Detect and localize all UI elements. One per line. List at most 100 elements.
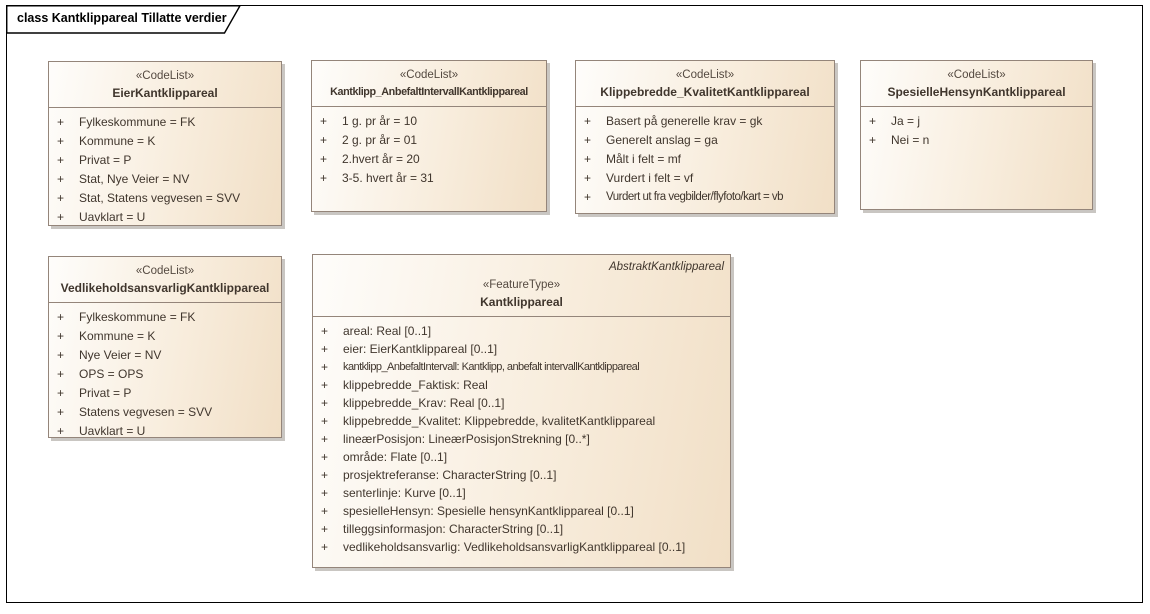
visibility-marker: + — [321, 486, 329, 500]
attribute-text: 2 g. pr år = 01 — [342, 133, 418, 147]
attribute-text: Statens vegvesen = SVV — [79, 405, 213, 419]
attribute-text: kantklipp_AnbefaltIntervall: Kantklipp, … — [343, 361, 640, 373]
class-header: «CodeList» Kantklipp_AnbefaltIntervallKa… — [312, 61, 546, 107]
visibility-marker: + — [57, 367, 65, 381]
visibility-marker: + — [321, 414, 329, 428]
visibility-marker: + — [57, 172, 65, 186]
attribute-text: Fylkeskommune = FK — [79, 310, 196, 324]
attribute-text: eier: EierKantklippareal [0..1] — [343, 342, 498, 356]
attribute-row: +spesielleHensyn: Spesielle hensynKantkl… — [313, 502, 730, 520]
visibility-marker: + — [57, 191, 65, 205]
attribute-text: klippebredde_Kvalitet: Klippebredde, kva… — [343, 414, 656, 428]
visibility-marker: + — [57, 348, 65, 362]
class-name: Kantklippareal — [480, 295, 563, 309]
class-header: AbstraktKantklippareal «FeatureType» Kan… — [313, 255, 730, 317]
visibility-marker: + — [584, 114, 592, 128]
attributes-compartment: +Basert på generelle krav = gk + Generelt… — [576, 107, 834, 207]
parent-class-label: AbstraktKantklippareal — [608, 261, 724, 273]
visibility-marker: + — [320, 114, 328, 128]
visibility-marker: + — [584, 190, 592, 204]
attribute-row: +Uavklart = U — [49, 422, 281, 441]
attributes-compartment: +Ja = j + Nei = n — [861, 107, 1092, 150]
visibility-marker: + — [57, 424, 65, 438]
attribute-row: +Fylkeskommune = FK — [49, 113, 281, 132]
visibility-marker: + — [321, 504, 329, 518]
class-box-vedlikeholdsansvarlig[interactable]: «CodeList» VedlikeholdsansvarligKantklip… — [48, 256, 282, 438]
attribute-text: Stat, Statens vegvesen = SVV — [79, 191, 241, 205]
visibility-marker: + — [321, 468, 329, 482]
stereotype-label: «CodeList» — [675, 69, 735, 81]
visibility-marker: + — [321, 540, 329, 554]
attribute-row: +areal: Real [0..1] — [313, 322, 730, 340]
attribute-text: Fylkeskommune = FK — [79, 115, 196, 129]
attribute-text: område: Flate [0..1] — [343, 450, 448, 464]
attributes-compartment: + Fylkeskommune = FK + Kommune = K + Nye Ve… — [49, 303, 281, 441]
attribute-text: klippebredde_Krav: Real [0..1] — [343, 396, 505, 410]
attribute-row: +Vurdert ut fra vegbilder/flyfoto/kart =… — [576, 188, 834, 207]
visibility-marker: + — [57, 386, 65, 400]
stereotype-label: «CodeList» — [135, 265, 195, 277]
attribute-text: klippebredde_Faktisk: Real — [343, 378, 488, 392]
stereotype-label: «CodeList» — [947, 69, 1006, 81]
attribute-row: + Nye Veier = NV — [49, 346, 281, 365]
visibility-marker: + — [321, 360, 329, 374]
attribute-text: 3-5. hvert år = 31 — [342, 171, 434, 185]
attribute-row: +lineærPosisjon: LineærPosisjonStrekning… — [313, 430, 730, 448]
attribute-text: Kommune = K — [79, 329, 156, 343]
attribute-row: + Stat, Statens vegvesen = SVV — [49, 189, 281, 208]
diagram-title: class Kantklippareal Tillatte verdier — [17, 11, 227, 25]
attribute-row: +2 g. pr år = 01 — [312, 131, 546, 150]
attribute-text: Nye Veier = NV — [79, 348, 162, 362]
class-box-eierkantklippareal[interactable]: «CodeList» EierKantklippareal +Fylkeskom… — [48, 61, 282, 226]
visibility-marker: + — [57, 210, 65, 224]
attribute-text: 2.hvert år = 20 — [342, 152, 420, 166]
attribute-row: + senterlinje: Kurve [0..1] — [313, 484, 730, 502]
attribute-row: + klippebredde_Faktisk: Real — [313, 376, 730, 394]
class-name: EierKantklippareal — [112, 86, 218, 100]
attribute-text: senterlinje: Kurve [0..1] — [343, 486, 466, 500]
attribute-row: +Uavklart = U — [49, 208, 281, 227]
class-box-spesiellehensyn[interactable]: «CodeList» SpesielleHensynKantklippareal… — [860, 60, 1093, 210]
attribute-row: +3-5. hvert år = 31 — [312, 169, 546, 188]
attribute-row: +OPS = OPS — [49, 365, 281, 384]
class-box-kantklippareal[interactable]: AbstraktKantklippareal «FeatureType» Kan… — [312, 254, 731, 568]
attribute-row: +2.hvert år = 20 — [312, 150, 546, 169]
visibility-marker: + — [321, 324, 329, 338]
visibility-marker: + — [321, 522, 329, 536]
frame-tab-shape — [6, 5, 242, 34]
attributes-compartment: +1 g. pr år = 10 +2 g. pr år = 01 +2.hve… — [312, 107, 546, 188]
attributes-compartment: +Fylkeskommune = FK +Kommune = K +Privat… — [49, 108, 281, 227]
class-name: Klippebredde_KvalitetKantklippareal — [600, 85, 810, 99]
attribute-text: Stat, Nye Veier = NV — [79, 172, 190, 186]
class-name: VedlikeholdsansvarligKantklippareal — [60, 281, 270, 295]
class-header: «CodeList» SpesielleHensynKantklippareal — [861, 61, 1092, 107]
attribute-text: prosjektreferanse: CharacterString [0..1… — [343, 468, 557, 482]
attribute-text: Privat = P — [79, 153, 132, 167]
visibility-marker: + — [57, 405, 65, 419]
visibility-marker: + — [869, 133, 877, 147]
visibility-marker: + — [57, 134, 65, 148]
visibility-marker: + — [321, 450, 329, 464]
attribute-row: +Målt i felt = mf — [576, 150, 834, 169]
visibility-marker: + — [320, 171, 328, 185]
class-box-kantklipp-anbefaltintervall[interactable]: «CodeList» Kantklipp_AnbefaltIntervallKa… — [311, 60, 547, 212]
attribute-text: vedlikeholdsansvarlig: Vedlikeholdsansva… — [343, 540, 686, 554]
visibility-marker: + — [321, 378, 329, 392]
class-header: «CodeList» Klippebredde_KvalitetKantklip… — [576, 61, 834, 107]
attribute-text: Generelt anslag = ga — [606, 133, 718, 147]
visibility-marker: + — [321, 432, 329, 446]
visibility-marker: + — [584, 152, 592, 166]
visibility-marker: + — [584, 171, 592, 185]
class-box-klippebredde-kvalitet[interactable]: «CodeList» Klippebredde_KvalitetKantklip… — [575, 60, 835, 214]
attribute-row: +Basert på generelle krav = gk — [576, 112, 834, 131]
attribute-row: + klippebredde_Kvalitet: Klippebredde, kv… — [313, 412, 730, 430]
attribute-text: Privat = P — [79, 386, 132, 400]
visibility-marker: + — [320, 152, 328, 166]
attribute-text: Nei = n — [891, 133, 930, 147]
attribute-row: +Ja = j — [861, 112, 1092, 131]
stereotype-label: «CodeList» — [135, 70, 195, 82]
attribute-row: + Stat, Nye Veier = NV — [49, 170, 281, 189]
attribute-text: 1 g. pr år = 10 — [342, 114, 418, 128]
attribute-text: Kommune = K — [79, 134, 156, 148]
